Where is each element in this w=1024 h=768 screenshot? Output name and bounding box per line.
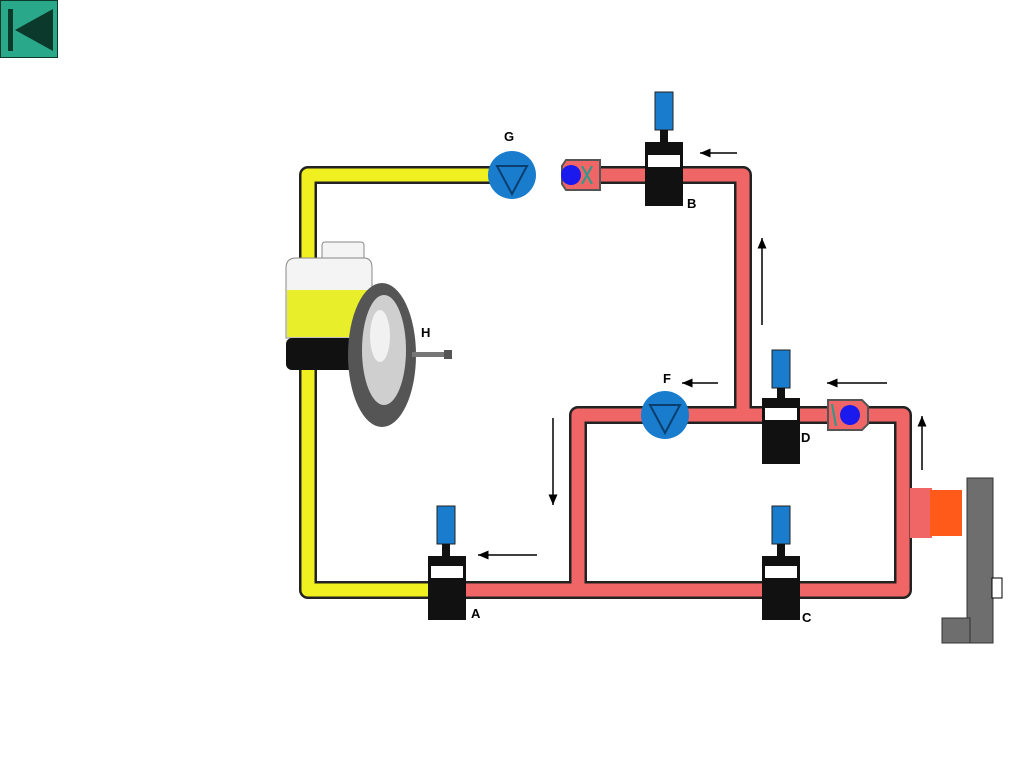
pump-g — [488, 151, 536, 199]
fluid-reservoir — [285, 241, 373, 339]
skip-back-icon — [8, 9, 53, 51]
pump-f — [641, 391, 689, 439]
label-c: C — [802, 610, 812, 625]
label-g: G — [504, 129, 514, 144]
return-line — [299, 166, 510, 599]
label-b: B — [687, 196, 696, 211]
check-valve-g — [561, 159, 601, 191]
solenoid-valve-c — [762, 505, 800, 620]
label-d: D — [801, 430, 810, 445]
flow-arrows — [478, 148, 927, 560]
label-h: H — [421, 325, 430, 340]
brake-caliper — [941, 477, 1003, 644]
back-to-start-button[interactable] — [0, 0, 58, 58]
solenoid-valve-a — [428, 505, 466, 620]
check-valve-d — [827, 399, 869, 431]
master-cylinder — [286, 338, 358, 370]
label-f: F — [663, 371, 671, 386]
brake-booster — [348, 283, 452, 427]
solenoid-valve-d — [762, 349, 800, 464]
solenoid-valve-b — [645, 91, 683, 206]
wheel-cylinder — [910, 488, 962, 538]
label-a: A — [471, 606, 481, 621]
